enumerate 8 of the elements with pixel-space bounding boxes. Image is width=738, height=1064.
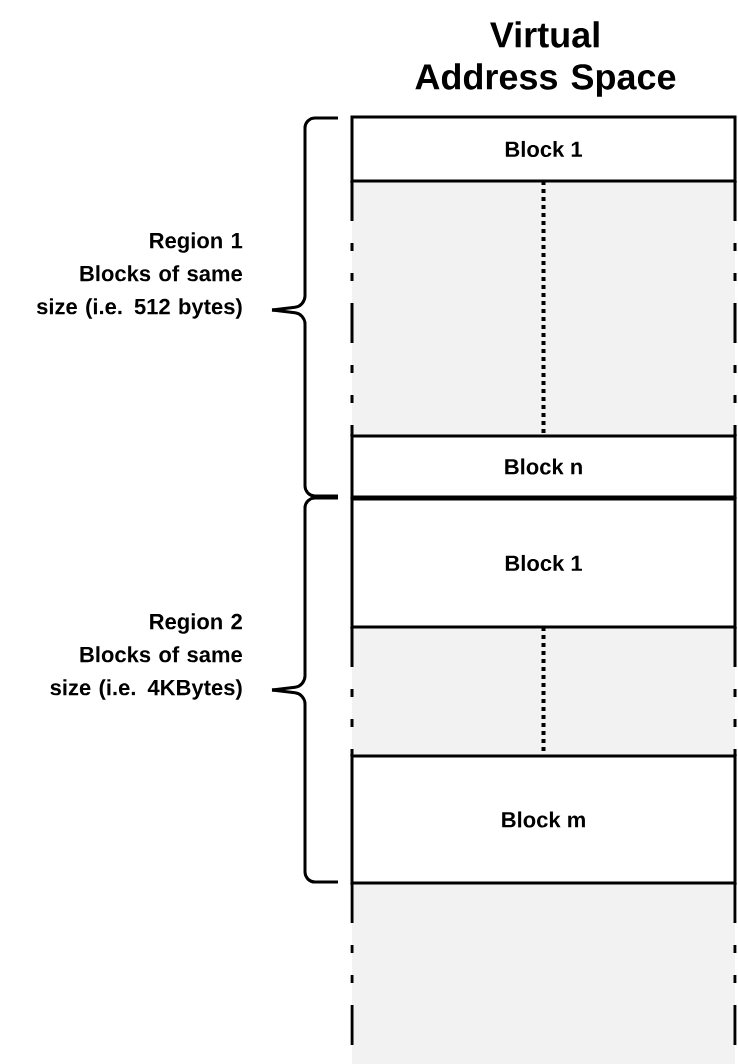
- region-label: Region 2: [150, 613, 242, 634]
- region-label: Blocks of same size (i.e. 512 bytes): [36, 265, 242, 319]
- block-box: Block n: [350, 434, 737, 499]
- block-box: Block m: [350, 754, 737, 885]
- region-label: Blocks of same size (i.e. 4KBytes): [50, 646, 242, 700]
- block-box: Block 1: [350, 115, 737, 183]
- title: Virtual Address Space: [415, 21, 676, 97]
- region-label: Region 1: [150, 232, 243, 253]
